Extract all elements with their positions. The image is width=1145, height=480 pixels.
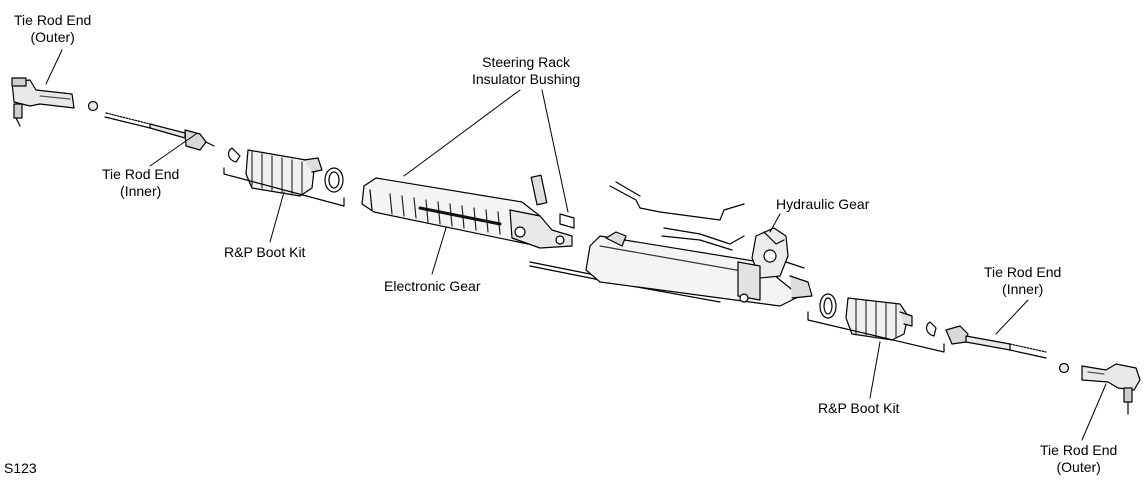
tie-rod-end-inner-left: [104, 112, 215, 151]
tie-rod-end-outer-left: [11, 77, 75, 127]
tie-rod-end-outer-right: [1081, 363, 1141, 415]
label-electronic-gear: Electronic Gear: [384, 278, 481, 294]
bracket-boot-kit-left: [223, 167, 345, 207]
diagram-code: S123: [4, 460, 37, 476]
label-tie-rod-end-outer-left: Tie Rod End (Outer): [14, 12, 92, 45]
label-tie-rod-end-inner-right: Tie Rod End (Inner): [984, 264, 1062, 297]
boot-kit-left-parts: [227, 147, 344, 197]
label-rp-boot-kit-right: R&P Boot Kit: [818, 400, 900, 416]
label-steering-rack-insulator-bushing: Steering Rack Insulator Bushing: [472, 54, 581, 87]
label-rp-boot-kit-left: R&P Boot Kit: [224, 244, 306, 260]
leader-lines: [45, 49, 1107, 441]
label-hydraulic-gear: Hydraulic Gear: [776, 196, 870, 212]
bracket-boot-kit-right: [807, 311, 945, 353]
nut-right: [1058, 362, 1070, 374]
label-tie-rod-end-inner-left: Tie Rod End (Inner): [102, 166, 180, 199]
label-tie-rod-end-outer-right: Tie Rod End (Outer): [1040, 442, 1118, 475]
electronic-gear-assembly: [361, 174, 721, 303]
nut-left: [87, 100, 99, 112]
boot-kit-right-parts: [819, 293, 937, 341]
hydraulic-gear-assembly: [585, 181, 813, 307]
tie-rod-end-inner-right: [945, 325, 1047, 359]
